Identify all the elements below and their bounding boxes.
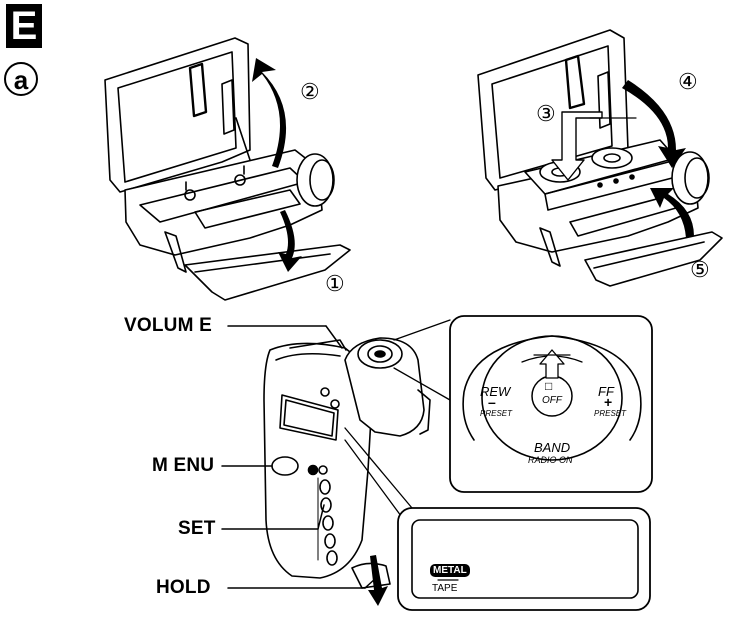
insert-tape-arrow	[551, 111, 603, 181]
left-player-illustration	[104, 37, 351, 301]
step-1-label: ①	[325, 271, 345, 296]
dial-graphic	[462, 335, 642, 461]
step-3-label: ③	[536, 101, 556, 126]
dial-band-label: BAND	[534, 440, 571, 455]
dial-ff-preset: PRESET	[594, 409, 627, 418]
dial-stop-symbol: □	[545, 379, 553, 393]
flap-down-arrow	[278, 210, 302, 272]
dial-ff-label: FF	[598, 384, 614, 399]
dial-ff-sign: +	[604, 394, 613, 410]
dial-inset-frame	[449, 315, 653, 493]
hold-callout: HOLD	[156, 577, 211, 598]
dial-off-label: OFF	[542, 395, 562, 406]
hold-arrow	[368, 555, 388, 606]
close-lid-arrow	[622, 80, 686, 168]
sub-figure-label: a	[4, 62, 38, 96]
dial-rew-preset: PRESET	[480, 409, 513, 418]
tape-label: TAPE	[432, 583, 458, 594]
step-4-label: ④	[678, 69, 698, 94]
lcd-window	[411, 519, 639, 599]
metal-indicator: METAL	[430, 564, 470, 577]
volume-callout: VOLUM E	[124, 315, 212, 336]
step-5-label: ⑤	[690, 257, 710, 282]
dial-zoom-leader	[393, 319, 451, 341]
step-2-label: ②	[300, 79, 320, 104]
close-flap-arrow	[650, 188, 694, 238]
player-front-illustration	[263, 337, 431, 589]
menu-callout: M ENU	[152, 455, 215, 476]
set-callout: SET	[178, 518, 216, 539]
dial-rew-label: REW	[480, 384, 511, 399]
dial-rew-sign: –	[488, 394, 496, 410]
display-zoom-leader	[344, 427, 413, 509]
open-lid-arrow	[252, 58, 287, 168]
dial-radio-on-label: RADIO ON	[528, 455, 573, 465]
display-inset-frame	[397, 507, 651, 611]
section-label: E	[6, 4, 42, 48]
right-player-illustration	[477, 29, 723, 287]
